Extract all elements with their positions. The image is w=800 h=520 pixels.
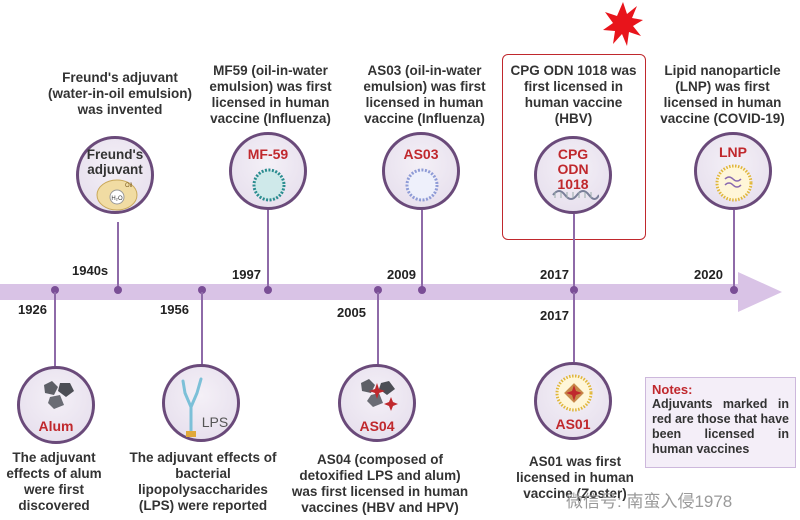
circle-label-alum: Alum — [38, 418, 74, 434]
circle-label-as03: AS03 — [403, 146, 439, 162]
node-alum — [51, 286, 59, 294]
year-lnp: 2020 — [694, 267, 723, 282]
connector-as03 — [421, 210, 423, 288]
liposome-icon — [555, 374, 593, 412]
circle-lnp: LNP — [694, 132, 772, 210]
connector-mf59 — [267, 210, 269, 288]
node-cpg — [570, 286, 578, 294]
circle-label-lnp: LNP — [719, 144, 747, 160]
lps-molecule-icon — [181, 377, 203, 437]
svg-text:H₂O: H₂O — [111, 196, 123, 202]
connector-as01 — [573, 292, 575, 362]
alum-crystals-icon — [44, 381, 74, 409]
node-freund — [114, 286, 122, 294]
connector-lps — [201, 292, 203, 366]
notes-title: Notes: — [652, 382, 693, 397]
caption-as03: AS03 (oil-in-water emulsion) was first l… — [363, 63, 486, 126]
circle-freund: Freund's adjuvant H₂O Oil — [76, 136, 154, 214]
lipid-nanoparticle-icon — [715, 164, 753, 202]
circle-label-freund: Freund's adjuvant — [86, 147, 144, 177]
year-alum: 1926 — [18, 302, 47, 317]
starburst-icon — [603, 2, 643, 46]
node-lnp — [730, 286, 738, 294]
year-cpg: 2017 — [540, 267, 569, 282]
circle-label-mf59: MF-59 — [247, 146, 289, 162]
circle-as04: AS04 — [338, 364, 416, 442]
node-mf59 — [264, 286, 272, 294]
as04-particles-icon — [361, 379, 398, 411]
year-mf59: 1997 — [232, 267, 261, 282]
node-as04 — [374, 286, 382, 294]
circle-as03: AS03 — [382, 132, 460, 210]
year-as01: 2017 — [540, 308, 569, 323]
connector-as04 — [377, 292, 379, 366]
oil-in-water-droplet-icon — [405, 168, 439, 202]
circle-cpg: CPG ODN 1018 — [534, 136, 612, 214]
circle-label-as04: AS04 — [359, 418, 395, 434]
connector-cpg — [573, 214, 575, 288]
year-lps: 1956 — [160, 302, 189, 317]
circle-lps: LPS — [162, 364, 240, 442]
timeline-arrow — [0, 272, 782, 312]
circle-label-cpg: CPG ODN 1018 — [557, 146, 589, 192]
caption-alum: The adjuvant effects of alum were first … — [6, 450, 102, 513]
circle-alum: Alum — [17, 366, 95, 444]
connector-lnp — [733, 210, 735, 288]
node-as03 — [418, 286, 426, 294]
caption-lps: The adjuvant effects of bacterial lipopo… — [129, 450, 277, 513]
oil-in-water-droplet-icon — [252, 168, 286, 202]
caption-freund: Freund's adjuvant (water-in-oil emulsion… — [47, 70, 192, 117]
circle-label-lps: LPS — [201, 414, 229, 430]
notes-body: Adjuvants marked in red are those that h… — [652, 397, 789, 456]
caption-lnp: Lipid nanoparticle (LNP) was first licen… — [660, 63, 785, 126]
year-freund: 1940s — [72, 263, 109, 278]
node-lps — [198, 286, 206, 294]
caption-as01: AS01 was first licensed in human vaccine… — [516, 454, 634, 501]
circle-mf59: MF-59 — [229, 132, 307, 210]
notes-box: Notes: Adjuvants marked in red are those… — [645, 377, 796, 468]
year-as03: 2009 — [387, 267, 416, 282]
connector-freund — [117, 222, 119, 288]
caption-as04: AS04 (composed of detoxified LPS and alu… — [291, 452, 469, 515]
watermark: 微信号: 南蛮入侵1978 — [566, 492, 733, 511]
dna-strand-icon — [552, 190, 599, 200]
caption-mf59: MF59 (oil-in-water emulsion) was first l… — [209, 63, 332, 126]
circle-as01: AS01 — [534, 362, 612, 440]
svg-text:Oil: Oil — [125, 183, 132, 189]
connector-alum — [54, 292, 56, 368]
caption-cpg: CPG ODN 1018 was first licensed in human… — [510, 63, 637, 126]
circle-label-as01: AS01 — [555, 416, 591, 432]
emulsion-droplet-icon: H₂O Oil — [96, 179, 138, 211]
year-as04: 2005 — [337, 305, 366, 320]
